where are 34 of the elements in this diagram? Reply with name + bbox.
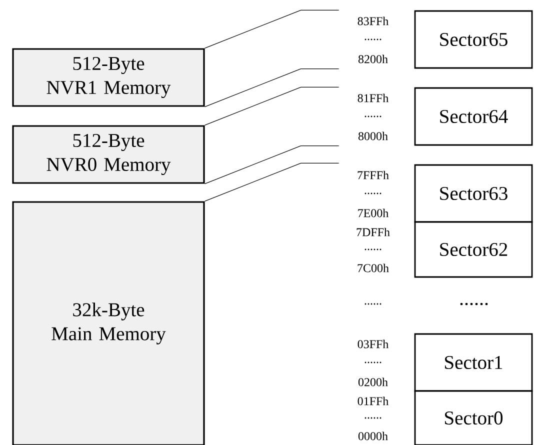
address-label: 7E00h (358, 208, 388, 218)
address-label: ...... (364, 248, 382, 250)
leader-line (204, 162, 340, 202)
address-label: 7FFFh (358, 170, 389, 180)
address-label: 7C00h (358, 264, 389, 272)
address-label: 81FFh (358, 94, 388, 102)
memory-block: 32k-Byte Main Memory (12, 201, 205, 445)
address-label: ...... (364, 417, 382, 419)
address-label: ...... (364, 362, 382, 364)
leader-line (204, 68, 340, 108)
address-label: 8200h (358, 54, 388, 64)
address-label: 8000h (358, 132, 388, 140)
leader-line (204, 86, 340, 126)
leader-line (204, 10, 340, 48)
sector-box: Sector64 (414, 87, 533, 146)
memory-block: 512-Byte NVR1 Memory (12, 48, 205, 107)
address-label: ...... (364, 38, 382, 40)
address-label: ...... (364, 192, 382, 194)
address-label: 03FFh (358, 340, 388, 348)
address-label: 0000h (358, 432, 388, 440)
ellipsis-label: ...... (364, 303, 382, 305)
address-label: 01FFh (358, 396, 388, 406)
address-label: 0200h (358, 378, 388, 386)
sector-box: Sector62 (414, 221, 533, 278)
sector-box: Sector65 (414, 10, 533, 69)
sector-box: Sector1 (414, 333, 533, 392)
memory-block: 512-Byte NVR0 Memory (12, 125, 205, 184)
sector-box: Sector63 (414, 164, 533, 223)
address-label: ...... (364, 116, 382, 118)
ellipsis-label: ...... (460, 302, 488, 306)
address-label: 7DFFh (356, 228, 390, 236)
address-label: 83FFh (358, 16, 388, 26)
sector-box: Sector0 (414, 390, 533, 445)
leader-line (204, 146, 340, 184)
